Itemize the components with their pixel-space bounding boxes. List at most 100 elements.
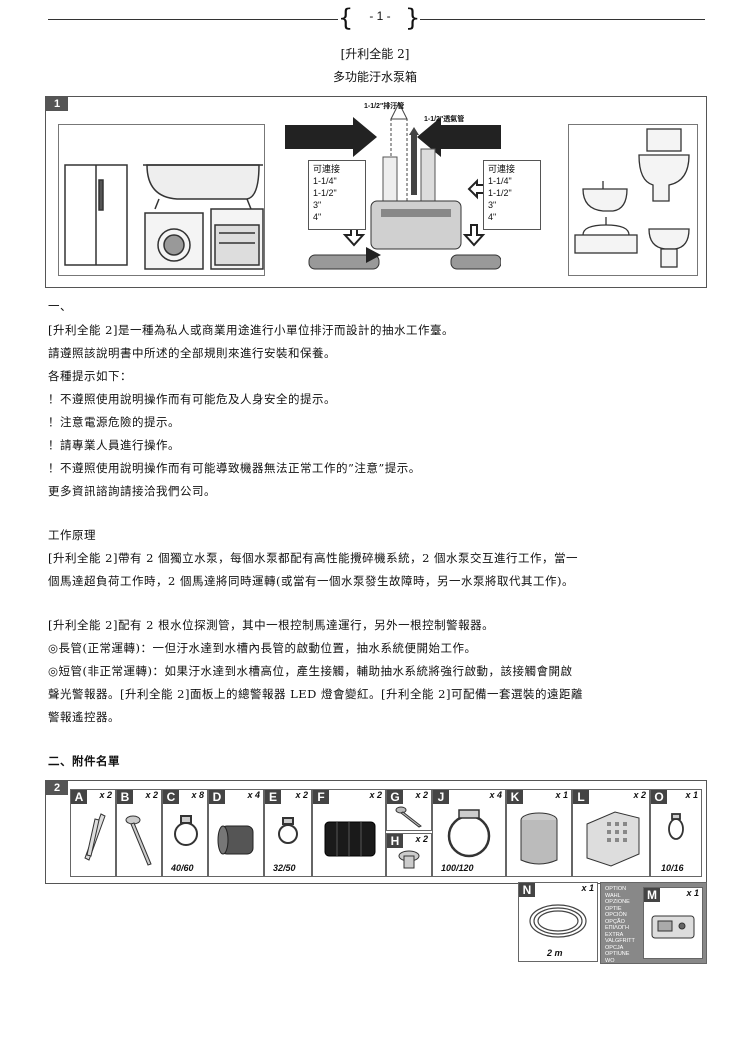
washer-icon <box>398 850 420 869</box>
large-hose-clamp-icon <box>447 809 491 858</box>
item-letter: E <box>265 790 281 804</box>
accessory-item-m: M x 1 <box>643 887 703 959</box>
accessory-item-a: A x 2 <box>70 789 116 877</box>
option-word: OPTIUNE <box>605 951 630 957</box>
rubber-sleeve-icon <box>324 821 376 857</box>
pipe-adapter-icon <box>217 825 254 855</box>
item-letter: A <box>71 790 87 804</box>
doc-title: [升利全能 2] <box>340 47 410 61</box>
right-connection-size: 4" <box>488 212 497 222</box>
item-letter: J <box>433 790 449 804</box>
option-word: EXTRA <box>605 931 624 938</box>
right-connection-box: 可連接 1-1/4" 1-1/2" 3" 4" <box>483 160 541 230</box>
item-qty: x 2 <box>295 790 308 800</box>
small-hose-clamp-icon <box>668 813 684 840</box>
doc-subtitle: 多功能汙水泵箱 <box>332 70 417 84</box>
right-connection-size: 1-1/2" <box>488 188 512 198</box>
item-qty: x 4 <box>489 790 502 800</box>
accessory-item-o: O x 1 10/16 <box>650 789 702 877</box>
option-word: OPÇÃO <box>605 918 625 925</box>
accessory-item-d: D x 4 <box>208 789 264 877</box>
right-connection-size: 3" <box>488 200 497 210</box>
accessory-item-e: E x 2 32/50 <box>264 789 312 877</box>
option-box: OPTION WAHL OPZIONE OPTIE OPCIÓN OPÇÃO Ε… <box>600 882 707 964</box>
item-letter: D <box>209 790 225 804</box>
item-letter: N <box>519 883 535 897</box>
option-word: WO <box>605 957 615 964</box>
accessories-figure: 2 A x 2 B x 2 C x 8 40/60 D x 4 E x 2 32… <box>45 780 707 884</box>
item-size: 100/120 <box>441 863 474 873</box>
right-fixtures-panel <box>568 124 698 276</box>
left-connection-size: 1-1/2" <box>313 188 337 198</box>
remote-alarm-icon <box>651 915 695 939</box>
screw-icon <box>395 806 422 828</box>
section1-line: 請遵照該說明書中所述的全部規則來進行安裝和保養。 <box>48 346 336 360</box>
item-letter: H <box>387 834 403 848</box>
left-connection-title: 可連接 <box>313 164 341 174</box>
principle-line: [升利全能 2]配有 2 根水位探測管，其中一根控制馬達運行，另外一根控制警報器… <box>48 618 495 632</box>
screw-icon <box>125 815 152 866</box>
principle-line: [升利全能 2]帶有 2 個獨立水泵，每個水泵都配有高性能攪碎機系統，2 個水泵… <box>48 551 579 565</box>
discharge-pipe-label: 1-1/2"排汙管 <box>364 103 405 110</box>
item-size: 2 m <box>547 948 563 958</box>
accessory-item-k: K x 1 <box>506 789 572 877</box>
left-connection-size: 4" <box>313 212 322 222</box>
accessory-item-f: F x 2 <box>312 789 386 877</box>
page-number: - 1 - <box>369 9 391 23</box>
option-word: OPTION <box>605 886 627 892</box>
item-letter: K <box>507 790 523 804</box>
accessory-item-j: J x 4 100/120 <box>432 789 506 877</box>
principle-line: 警報遙控器。 <box>48 710 120 724</box>
item-size: 32/50 <box>273 863 296 873</box>
accessory-item-l: L x 2 <box>572 789 650 877</box>
option-word: VALGFRITT <box>605 938 635 944</box>
left-connection-box: 可連接 1-1/4" 1-1/2" 3" 4" <box>308 160 366 230</box>
item-letter: L <box>573 790 589 804</box>
section1-heading: 一、 <box>48 299 72 313</box>
fixtures-illustration-left <box>64 164 264 270</box>
end-cap-icon <box>520 812 558 865</box>
option-word: OPZIONE <box>605 899 630 905</box>
option-word: OPTIE <box>605 905 622 912</box>
mounting-bracket-icon <box>586 811 640 867</box>
figure-number: 2 <box>46 781 68 795</box>
item-letter: F <box>313 790 329 804</box>
item-qty: x 1 <box>686 888 699 898</box>
principle-line: 個馬達超負荷工作時，2 個馬達將同時運轉(或當有一個水泵發生故障時，另一水泵將取… <box>48 574 574 588</box>
section1-line: ！請專業人員進行操作。 <box>48 438 180 452</box>
item-qty: x 2 <box>415 834 428 844</box>
item-letter: M <box>644 888 660 902</box>
left-fixtures-panel <box>58 124 265 276</box>
accessory-item-c: C x 8 40/60 <box>162 789 208 877</box>
principle-heading: 工作原理 <box>48 528 96 542</box>
left-connection-size: 1-1/4" <box>313 176 337 186</box>
section1-line: ！不遵照使用說明操作而有可能危及人身安全的提示。 <box>48 392 336 406</box>
option-word: OPCJA <box>605 944 624 951</box>
option-word: WAHL <box>605 892 621 899</box>
item-qty: x 2 <box>633 790 646 800</box>
option-words: OPTION WAHL OPZIONE OPTIE OPCIÓN OPÇÃO Ε… <box>605 886 635 964</box>
figure-number: 1 <box>46 97 68 111</box>
principle-line: 聲光警報器。[升利全能 2]面板上的總警報器 LED 燈會變紅。[升利全能 2]… <box>48 687 583 701</box>
option-word: ΕΠΙΛΟΓΗ <box>605 925 630 931</box>
item-size: 40/60 <box>171 863 194 873</box>
item-qty: x 2 <box>369 790 382 800</box>
fixtures-illustration-right <box>574 128 690 268</box>
hose-clamp-icon <box>174 815 198 846</box>
item-qty: x 4 <box>247 790 260 800</box>
hose-clamp-icon <box>278 817 298 844</box>
wall-plug-icon <box>84 813 106 861</box>
pump-unit-illustration <box>285 101 501 270</box>
item-letter: B <box>117 790 133 804</box>
principle-line: ◎長管(正常運轉)：一但汙水達到水槽內長管的啟動位置，抽水系統便開始工作。 <box>48 641 477 655</box>
section2-heading: 二、附件名單 <box>48 754 120 768</box>
item-qty: x 2 <box>415 790 428 800</box>
item-qty: x 1 <box>555 790 568 800</box>
option-word: OPCIÓN <box>605 912 627 918</box>
accessory-item-n: N x 1 2 m <box>518 882 598 962</box>
right-connection-size: 1-1/4" <box>488 176 512 186</box>
item-qty: x 2 <box>99 790 112 800</box>
header-rule-left <box>48 19 338 20</box>
item-qty: x 1 <box>685 790 698 800</box>
section1-line: 各種提示如下： <box>48 369 132 383</box>
